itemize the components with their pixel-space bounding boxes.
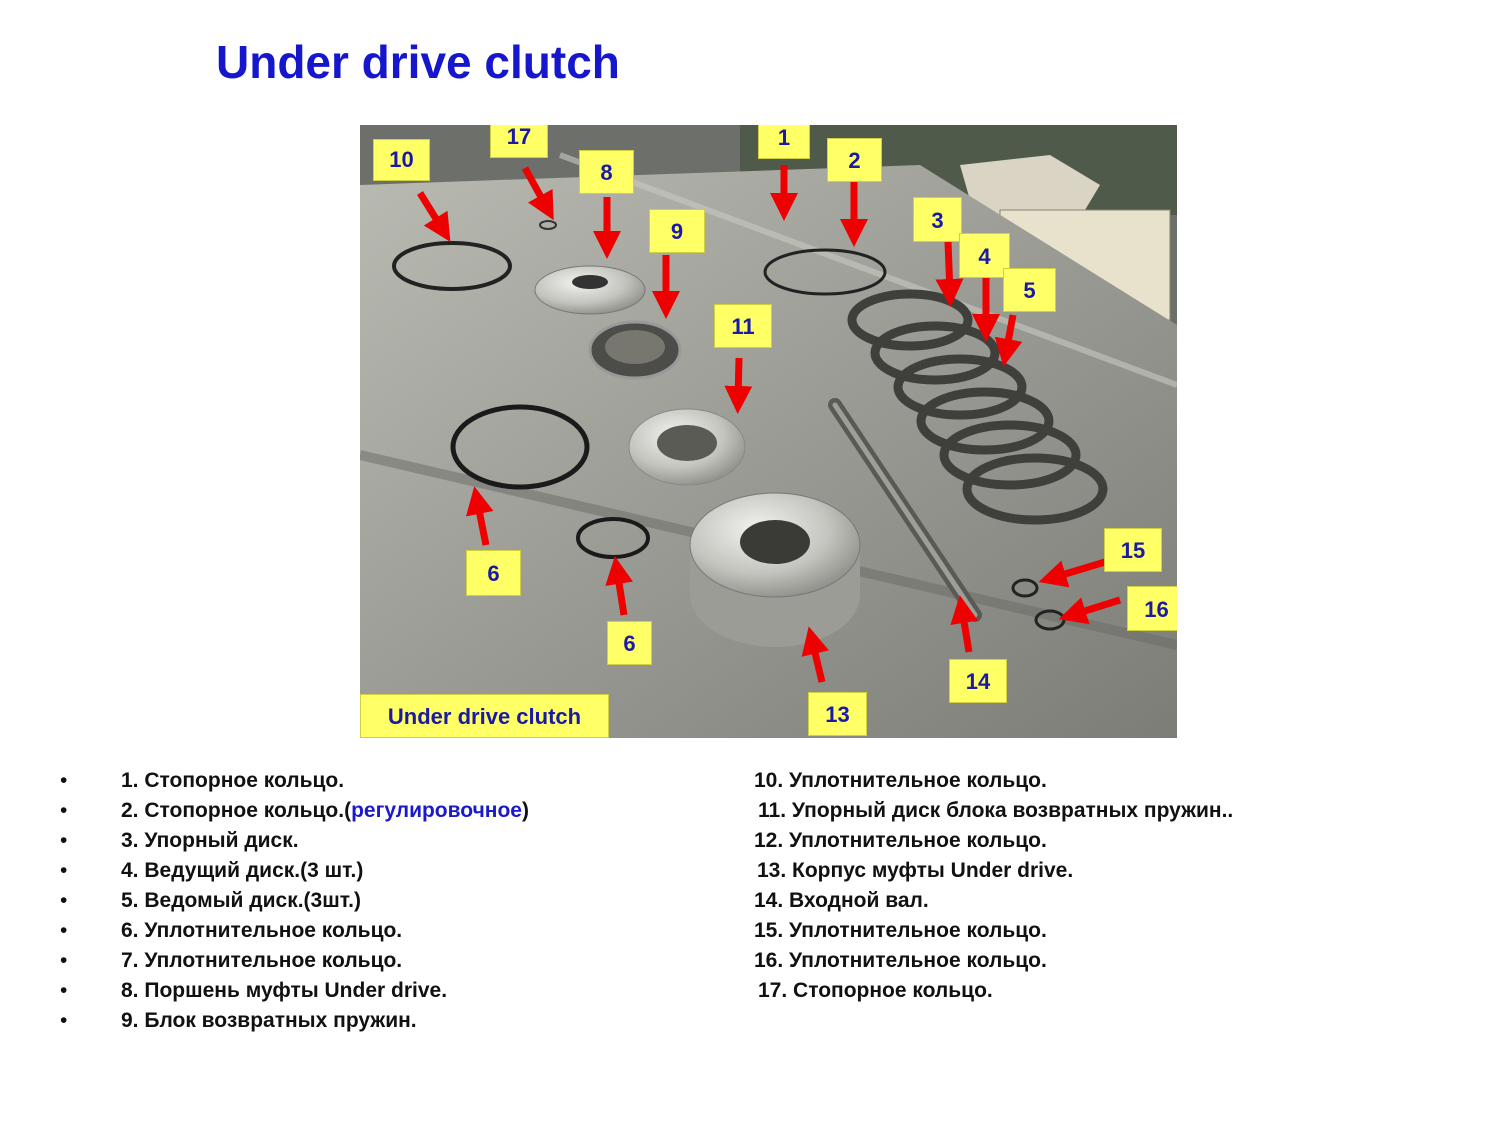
callout-1: 1	[758, 125, 810, 159]
list-item: 17. Стопорное кольцо.	[758, 979, 993, 1002]
photo-caption: Under drive clutch	[360, 694, 609, 738]
list-item-accent: регулировочное	[351, 799, 522, 822]
list-item: 14. Входной вал.	[754, 889, 929, 912]
list-item-text: 9. Блок возвратных пружин.	[121, 1009, 417, 1032]
list-item: 10. Уплотнительное кольцо.	[754, 769, 1047, 792]
parts-list-right: 10. Уплотнительное кольцо. 11. Упорный д…	[754, 766, 1233, 1006]
list-item-text: 1. Стопорное кольцо.	[121, 769, 345, 792]
callout-10: 10	[373, 139, 430, 181]
list-item-text: 7. Уплотнительное кольцо.	[121, 949, 403, 972]
list-item: 15. Уплотнительное кольцо.	[754, 919, 1047, 942]
list-item-text: 2. Стопорное кольцо.(регулировочное)	[121, 796, 529, 826]
bullet: •	[60, 1009, 68, 1032]
callout-5: 5	[1003, 268, 1056, 312]
list-item-text: 4. Ведущий диск.(3 шт.)	[121, 859, 364, 882]
callout-14: 14	[949, 659, 1007, 703]
callout-arrows	[417, 165, 1122, 683]
list-item: 16. Уплотнительное кольцо.	[754, 949, 1047, 972]
callout-11: 11	[714, 304, 772, 348]
bullet: •	[60, 949, 68, 972]
callout-3: 3	[913, 197, 962, 242]
snap-ring-17	[539, 220, 557, 230]
callout-4: 4	[959, 233, 1010, 278]
list-item: 13. Корпус муфты Under drive.	[757, 859, 1074, 882]
seal-ring-15	[1011, 578, 1039, 598]
bullet: •	[60, 829, 68, 852]
list-item: 11. Упорный диск блока возвратных пружин…	[758, 799, 1234, 822]
seal-ring-10	[392, 241, 512, 291]
photo-illustration	[360, 125, 1177, 738]
page-title: Under drive clutch	[216, 36, 620, 88]
snap-ring-2	[763, 248, 887, 296]
callout-17: 17	[490, 125, 548, 158]
bullet: •	[60, 859, 68, 882]
list-item-text-main: 2. Стопорное кольцо.(	[121, 799, 352, 822]
list-item-suffix: )	[521, 799, 529, 822]
callout-13: 13	[808, 692, 867, 736]
callout-7: 6	[466, 550, 521, 596]
seal-ring-7	[450, 404, 590, 490]
list-item-text: 5. Ведомый диск.(3шт.)	[121, 889, 361, 912]
bullet: •	[60, 979, 68, 1002]
callout-6: 6	[607, 621, 652, 665]
callout-8: 8	[579, 150, 634, 194]
bullet: •	[60, 919, 68, 942]
list-item-text: 3. Упорный диск.	[121, 829, 299, 852]
bullet: •	[60, 889, 68, 912]
callout-15: 15	[1104, 528, 1162, 572]
list-item-text: 8. Поршень муфты Under drive.	[121, 979, 448, 1002]
callout-16: 16	[1127, 586, 1177, 631]
bullet: •	[60, 769, 68, 792]
bullet: •	[60, 799, 68, 822]
piston-8	[534, 265, 646, 315]
callout-9: 9	[649, 209, 705, 253]
callout-2: 2	[827, 138, 882, 182]
clutch-parts-photo: 10 17 8 9 1 2 3 4 5 11 15 16 6 6 14 13 U…	[360, 125, 1177, 738]
list-item-text: 6. Уплотнительное кольцо.	[121, 919, 403, 942]
list-item: 12. Уплотнительное кольцо.	[754, 829, 1047, 852]
